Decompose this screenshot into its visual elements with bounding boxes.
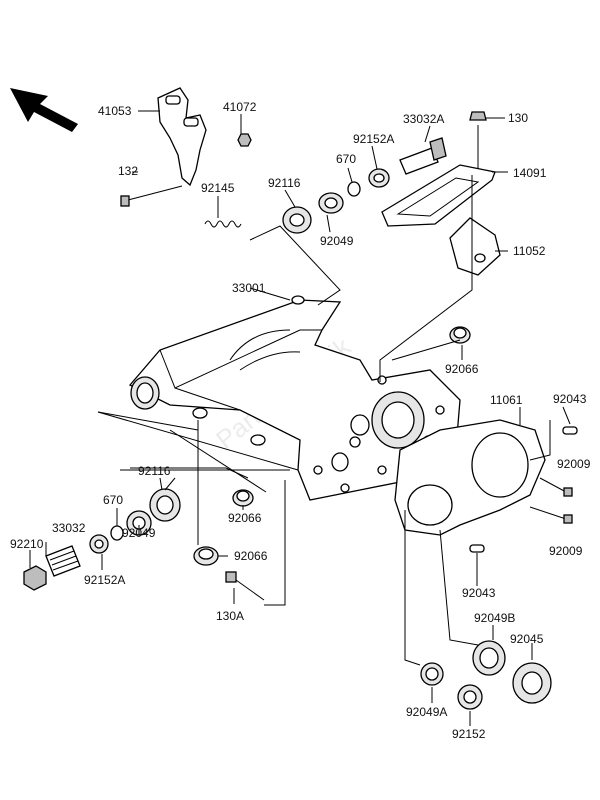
oring-670-top [347, 181, 361, 197]
label-92043-top: 92043 [553, 392, 587, 406]
nut-41072 [237, 133, 252, 147]
label-132: 132 [118, 164, 138, 178]
label-92009-bottom: 92009 [549, 544, 583, 558]
label-92066-mid: 92066 [228, 511, 262, 525]
bolt-132 [120, 185, 183, 207]
label-92045: 92045 [510, 632, 544, 646]
bearing-92116-left [149, 488, 181, 522]
collar-92152A-left [89, 534, 109, 554]
label-92049-left: 92049 [122, 526, 156, 540]
collar-92152 [457, 684, 483, 710]
pin-92043-bottom [469, 544, 485, 553]
label-670-left: 670 [103, 493, 123, 507]
label-92152A-top: 92152A [353, 132, 394, 146]
spring-92145 [204, 220, 242, 228]
gasket-11061 [394, 419, 546, 536]
seal-92049B [472, 640, 506, 676]
screw-92009-bottom [529, 506, 573, 524]
bracket-11052 [449, 217, 501, 276]
label-92152A-left: 92152A [84, 573, 125, 587]
label-130: 130 [508, 111, 528, 125]
label-33032A: 33032A [403, 112, 444, 126]
collar-92152A-top [368, 168, 390, 188]
label-41072: 41072 [223, 100, 257, 114]
label-92116-top: 92116 [268, 176, 301, 190]
cap-92066-right [449, 326, 471, 344]
label-92049B: 92049B [474, 611, 515, 625]
label-92145: 92145 [201, 181, 235, 195]
label-92049A: 92049A [406, 705, 447, 719]
label-92043-bottom: 92043 [462, 586, 496, 600]
seal-92049-top [318, 192, 344, 214]
cap-92066-low [193, 546, 219, 566]
label-92049-top: 92049 [320, 234, 354, 248]
label-130A: 130A [216, 609, 244, 623]
label-11061: 11061 [490, 393, 523, 407]
label-92066-low: 92066 [234, 549, 268, 563]
shaft-33032 [45, 545, 81, 577]
leader-lines [29, 110, 571, 726]
label-41053: 41053 [98, 104, 132, 118]
shaft-33032A [399, 137, 447, 175]
label-92152: 92152 [452, 727, 486, 741]
cover-14091 [381, 164, 496, 227]
label-11052: 11052 [513, 244, 546, 258]
bracket-41053 [157, 87, 207, 187]
seal-92049A [420, 662, 444, 686]
bearing-92116-top [282, 206, 312, 234]
label-14091: 14091 [513, 166, 547, 180]
part-labels: 41053 41072 132 92145 92116 670 92152A 3… [10, 100, 591, 741]
pin-92043-top [562, 426, 578, 435]
label-92116-left: 92116 [138, 464, 171, 478]
screw-92009-top [539, 477, 573, 497]
label-670-top: 670 [336, 152, 356, 166]
front-direction-arrow-icon [10, 88, 78, 132]
bolt-130A [225, 571, 265, 601]
bearing-92045 [512, 662, 552, 704]
label-92009-top: 92009 [557, 457, 591, 471]
label-33001: 33001 [232, 281, 266, 295]
label-92066-right: 92066 [445, 362, 479, 376]
swingarm-33001 [128, 295, 461, 501]
label-92210: 92210 [10, 537, 44, 551]
label-33032: 33032 [52, 521, 86, 535]
bolt-130 [469, 111, 487, 175]
cap-92066-mid [232, 489, 254, 507]
nut-92210 [23, 565, 47, 591]
